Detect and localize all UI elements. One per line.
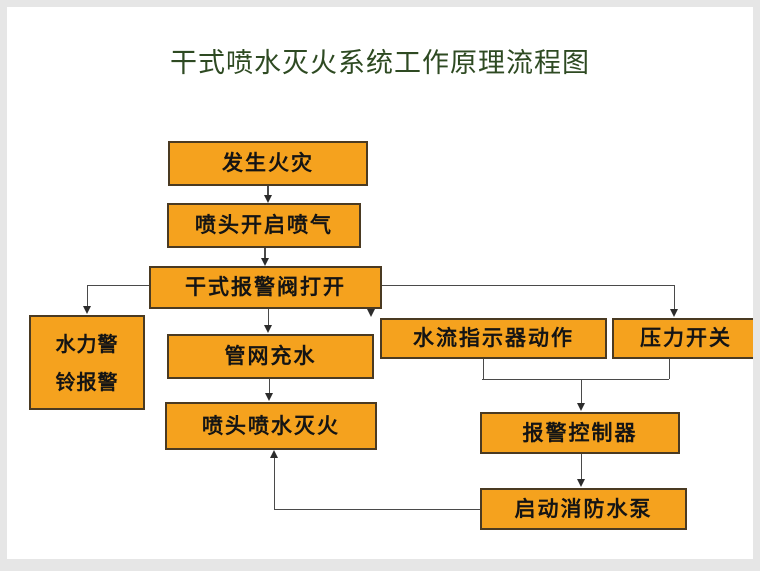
connector-firepump-to-spray-arrow [270,450,278,458]
connector-merge-to-controller-arrow [577,403,585,411]
node-fire-pump[interactable]: 启动消防水泵 [480,488,687,530]
node-sprinkler[interactable]: 喷头开启喷气 [167,203,361,248]
connector-dryvalve-to-waterbell-line [86,284,89,307]
connector-dryvalve-to-pressure-line [673,284,676,310]
connector-controller-to-firepump-arrow [577,479,585,487]
node-alarm-controller[interactable]: 报警控制器 [480,412,680,454]
slide-canvas: 干式喷水灭火系统工作原理流程图 发生火灾 喷头开启喷气 干式报警阀打开 水力警 … [7,7,753,559]
connector-sprinkler-to-dryvalve-line [264,248,266,260]
node-pressure-switch[interactable]: 压力开关 [612,318,753,359]
connector-flowswitch-drop [482,359,485,379]
connector-dryvalve-to-pipefill-line [267,309,270,326]
node-flow-switch[interactable]: 水流指示器动作 [380,318,607,359]
node-spray-extinguish[interactable]: 喷头喷水灭火 [165,402,377,450]
connector-pipefill-to-spray-line [268,379,271,394]
connector-dryvalve-to-waterbell-arrow [83,306,91,314]
connector-fire-to-sprinkler-line [267,186,269,197]
connector-merge-to-controller-line [580,378,583,405]
connector-firepump-to-spray-horizontal [274,508,480,511]
node-water-motor-bell[interactable]: 水力警 铃报警 [29,315,145,410]
connector-controller-merge-bus [482,378,669,381]
connector-firepump-to-spray-vertical [273,458,276,509]
connector-fire-to-sprinkler-arrow [263,195,272,203]
node-pipe-fill[interactable]: 管网充水 [167,334,374,379]
connector-dryvalve-to-flowswitch-arrow [367,309,375,317]
connector-dryvalve-bus-right [382,284,675,287]
connector-sprinkler-to-dryvalve-arrow [260,258,269,266]
connector-pipefill-to-spray-arrow [265,393,273,401]
connector-dryvalve-to-pipefill-arrow [264,325,272,333]
page-title: 干式喷水灭火系统工作原理流程图 [170,48,590,79]
node-dry-alarm-valve[interactable]: 干式报警阀打开 [149,266,382,309]
node-fire[interactable]: 发生火灾 [168,141,368,186]
connector-dryvalve-bus-left [87,284,149,287]
connector-dryvalve-to-pressure-arrow [670,309,678,317]
connector-controller-to-firepump-line [580,454,583,480]
connector-pressure-drop [668,359,671,379]
